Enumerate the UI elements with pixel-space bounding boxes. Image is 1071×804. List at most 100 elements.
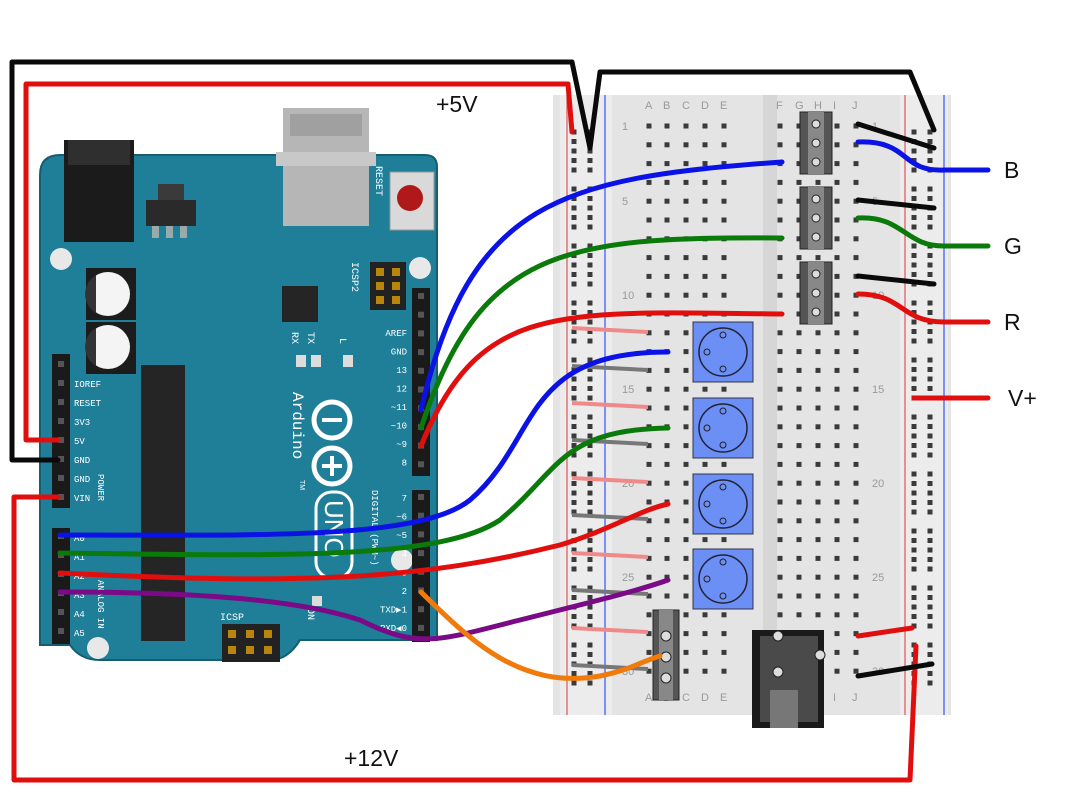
rail-hole — [911, 319, 917, 325]
rail-hole — [911, 528, 917, 534]
breadboard-hole — [777, 499, 783, 505]
rail-hole — [927, 528, 933, 534]
rail-hole — [571, 490, 577, 496]
breadboard-hole — [664, 593, 670, 599]
voltage-regulator — [146, 184, 196, 238]
rail-hole — [911, 357, 917, 363]
breadboard-hole — [796, 255, 802, 261]
breadboard-hole — [646, 555, 652, 561]
header-pin — [418, 606, 424, 613]
rail-hole — [911, 262, 917, 268]
breadboard-hole — [702, 198, 708, 204]
breadboard-hole — [664, 461, 670, 467]
breadboard-hole — [777, 555, 783, 561]
breadboard-hole — [815, 574, 821, 580]
header-pin — [418, 293, 424, 299]
rail-hole — [571, 481, 577, 486]
pin-label: A1 — [74, 553, 85, 563]
label-b: B — [1004, 157, 1019, 183]
breadboard-hole — [664, 161, 670, 167]
breadboard-hole — [777, 612, 783, 618]
pin-label: TXD▶1 — [380, 606, 407, 616]
label-g: G — [1004, 233, 1022, 259]
breadboard-hole — [646, 405, 652, 411]
breadboard-hole — [646, 161, 652, 167]
breadboard-hole — [646, 198, 652, 204]
breadboard-hole — [664, 217, 670, 223]
breadboard-hole — [834, 461, 840, 467]
header-pin — [418, 311, 424, 318]
reset-button[interactable] — [389, 171, 435, 231]
rail-hole — [911, 300, 917, 306]
rail-hole — [571, 243, 577, 249]
rail-hole — [587, 538, 593, 543]
breadboard-hole — [721, 142, 727, 148]
rx-led — [296, 355, 306, 367]
rail-hole — [587, 414, 593, 420]
wire-output-r — [855, 291, 991, 325]
breadboard-hole — [646, 217, 652, 223]
row-number: 1 — [622, 121, 628, 133]
breadboard-hole — [721, 273, 727, 279]
breadboard-hole — [834, 574, 840, 580]
rail-hole — [587, 300, 593, 306]
breadboard-hole — [721, 649, 727, 655]
breadboard-hole — [646, 631, 652, 637]
breadboard-hole — [815, 537, 821, 543]
arduino-logo — [311, 399, 353, 487]
breadboard-hole — [664, 386, 670, 392]
rail-hole — [911, 310, 917, 315]
rail-hole — [911, 471, 917, 477]
breadboard-hole — [683, 349, 689, 355]
rail-hole — [911, 443, 917, 448]
rail-hole — [587, 329, 593, 334]
rail-hole — [911, 414, 917, 420]
row-number: 25 — [622, 572, 634, 584]
breadboard-hole — [683, 142, 689, 148]
breadboard-hole — [683, 518, 689, 524]
resistor-lead — [571, 401, 649, 409]
rail-hole — [571, 528, 577, 534]
rail-hole — [571, 595, 577, 600]
breadboard-hole — [777, 443, 783, 449]
rail-hole — [927, 148, 933, 154]
rail-hole — [587, 367, 593, 372]
header-pin — [58, 456, 64, 462]
wires — [9, 59, 991, 783]
column-letter: D — [701, 692, 709, 704]
breadboard-hole — [796, 123, 802, 129]
analog-header — [52, 528, 70, 644]
breadboard-hole — [777, 386, 783, 392]
breadboard-hole — [834, 649, 840, 655]
rail-hole — [587, 262, 593, 268]
header-pin — [58, 437, 64, 443]
rail-hole — [911, 566, 917, 572]
breadboard-hole — [834, 161, 840, 167]
wire-gnd-rail-bridge — [587, 69, 937, 151]
breadboard-hole — [853, 311, 859, 317]
breadboard-hole — [702, 179, 708, 185]
rail-hole — [571, 671, 577, 676]
rail-hole — [571, 566, 577, 572]
breadboard-hole — [777, 518, 783, 524]
potentiometer — [692, 548, 754, 610]
breadboard-hole — [721, 161, 727, 167]
rail-hole — [587, 167, 593, 173]
breadboard-hole — [815, 443, 821, 449]
potentiometers — [692, 321, 754, 610]
breadboard-hole — [853, 255, 859, 261]
rail-hole — [927, 557, 933, 562]
rail-hole — [587, 215, 593, 220]
mounting-hole — [87, 637, 109, 659]
breadboard-hole — [777, 330, 783, 336]
rail-hole — [571, 186, 577, 192]
wire-jack-ground — [855, 661, 935, 679]
ground-lead — [571, 663, 649, 671]
rail-hole — [911, 167, 917, 173]
breadboard-hole — [796, 405, 802, 411]
pin-label: 12 — [396, 385, 407, 395]
breadboard-hole — [646, 480, 652, 486]
resistor-lead — [571, 476, 649, 484]
tx-led — [311, 355, 321, 367]
